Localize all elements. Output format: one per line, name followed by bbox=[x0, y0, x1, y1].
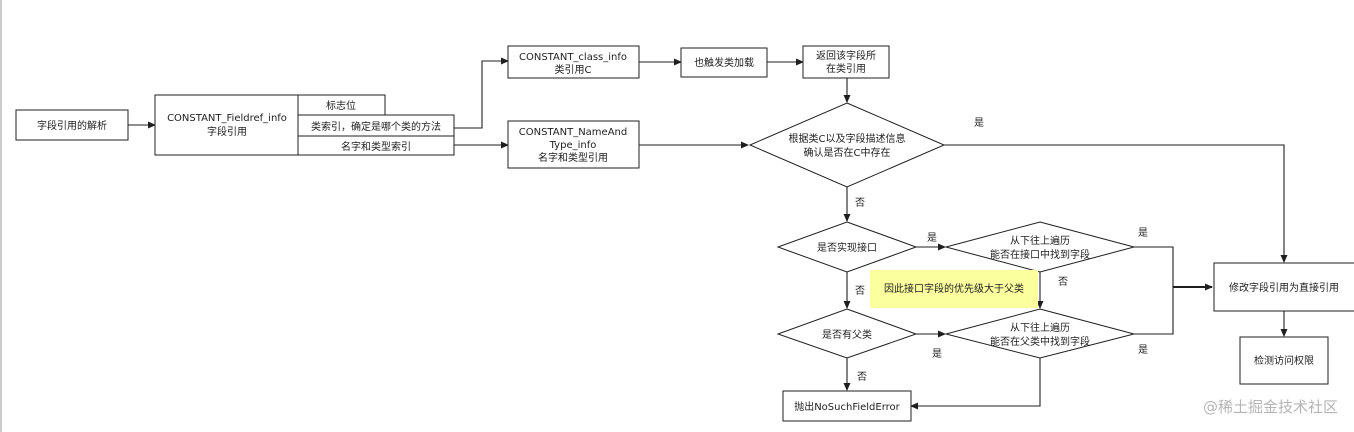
watermark: @稀土掘金技术社区 bbox=[1203, 398, 1338, 416]
edge-searchparent-no bbox=[910, 358, 1041, 410]
node-check-exists-label-2: 确认是否在C中存在 bbox=[804, 146, 891, 159]
sticky-note-label: 因此接口字段的优先级大于父类 bbox=[884, 282, 1024, 295]
node-return-field-label-2: 在类引用 bbox=[826, 62, 866, 75]
edge-label-exists-yes: 是 bbox=[974, 117, 984, 129]
node-name-and-type-label-2: Type_info bbox=[549, 140, 597, 151]
node-search-parent bbox=[944, 308, 1136, 359]
node-class-info-label-1: CONSTANT_class_info bbox=[519, 52, 627, 63]
edge-label-search-interface-yes: 是 bbox=[1138, 227, 1148, 239]
node-name-and-type-label-3: 名字和类型引用 bbox=[538, 151, 608, 164]
sticky-note bbox=[870, 270, 1038, 308]
edge-label-impl-no: 否 bbox=[855, 285, 865, 297]
node-direct-ref-label: 修改字段引用为直接引用 bbox=[1229, 281, 1339, 294]
node-class-index-label: 类索引，确定是哪个类的方法 bbox=[311, 120, 441, 133]
node-fieldref bbox=[154, 94, 299, 156]
node-check-exists-label-1: 根据类C以及字段描述信息 bbox=[789, 132, 906, 145]
node-impl-interface-label: 是否实现接口 bbox=[817, 241, 877, 254]
node-search-interface-label-1: 从下往上遍历 bbox=[1010, 234, 1070, 247]
edge-label-parent-yes: 是 bbox=[932, 348, 942, 360]
node-search-interface-label-2: 能否在接口中找到字段 bbox=[990, 248, 1090, 261]
edges bbox=[128, 57, 1288, 410]
node-name-and-type bbox=[507, 120, 640, 169]
node-start bbox=[15, 109, 129, 141]
node-flag-label: 标志位 bbox=[326, 99, 356, 112]
node-check-exists bbox=[748, 102, 946, 188]
node-impl-interface bbox=[776, 221, 918, 273]
node-name-and-type-label-1: CONSTANT_NameAnd bbox=[519, 127, 627, 138]
node-name-type-index-label: 名字和类型索引 bbox=[341, 140, 411, 153]
edge-label-search-parent-yes: 是 bbox=[1138, 344, 1148, 356]
node-fieldref-label-2: 字段引用 bbox=[207, 125, 247, 138]
node-return-field bbox=[802, 45, 890, 79]
node-throw-error bbox=[782, 390, 912, 422]
node-has-parent bbox=[776, 308, 918, 359]
edge-label-impl-yes: 是 bbox=[927, 232, 937, 244]
node-class-info bbox=[507, 45, 640, 79]
node-direct-ref bbox=[1213, 262, 1354, 312]
node-trigger-load-label: 也触发类加载 bbox=[694, 56, 754, 69]
edge-search-merge bbox=[1134, 246, 1174, 335]
node-class-info-label-2: 类引用C bbox=[555, 63, 592, 76]
node-return-field-label-1: 返回该字段所 bbox=[816, 49, 876, 62]
edge-label-exists-no: 否 bbox=[855, 197, 865, 209]
edge-check-yes bbox=[944, 144, 1288, 263]
node-throw-error-label: 抛出NoSuchFieldError bbox=[794, 400, 900, 413]
edge-label-search-interface-no: 否 bbox=[1058, 276, 1068, 288]
node-search-parent-label-1: 从下往上遍历 bbox=[1010, 321, 1070, 334]
node-check-access-label: 检测访问权限 bbox=[1254, 354, 1314, 367]
node-fieldref-label-1: CONSTANT_Fieldref_info bbox=[167, 113, 287, 124]
node-search-interface bbox=[944, 221, 1136, 273]
node-name-type-index bbox=[297, 135, 455, 156]
edge-label-parent-no: 否 bbox=[857, 371, 867, 383]
node-check-access bbox=[1239, 336, 1329, 385]
edge-classindex-to-classinfo bbox=[454, 57, 509, 129]
node-trigger-load bbox=[680, 47, 768, 78]
node-search-parent-label-2: 能否在父类中找到字段 bbox=[990, 335, 1090, 348]
node-has-parent-label: 是否有父类 bbox=[822, 328, 872, 341]
node-start-label: 字段引用的解析 bbox=[37, 119, 107, 132]
